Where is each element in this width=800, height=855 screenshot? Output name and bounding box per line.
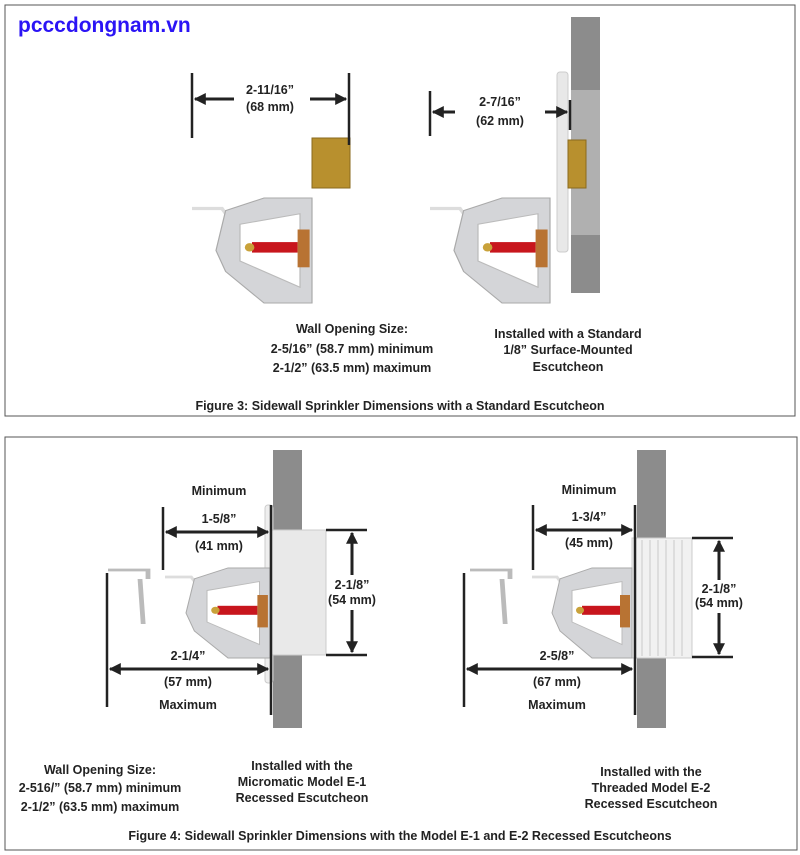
installed-note-e1: Recessed Escutcheon — [236, 791, 369, 805]
deflector — [470, 568, 513, 625]
minimum-label: Minimum — [192, 484, 247, 498]
figure3-frame — [4, 4, 796, 417]
sprinkler-image — [163, 566, 272, 660]
installed-note: Escutcheon — [533, 360, 604, 374]
brass-thread — [567, 139, 587, 189]
installed-note: 1/8” Surface-Mounted — [503, 343, 632, 357]
escutcheon-cup-e1 — [269, 529, 327, 656]
brass-thread — [311, 137, 351, 189]
figure4-caption: Figure 4: Sidewall Sprinkler Dimensions … — [128, 829, 671, 843]
dimension-label: (54 mm) — [328, 593, 376, 607]
installed-note-e1: Installed with the — [251, 759, 352, 773]
thread-ridges — [641, 540, 683, 656]
dimension-label: (62 mm) — [476, 114, 524, 128]
dimension-label: (54 mm) — [695, 596, 743, 610]
escutcheon-plate — [556, 71, 569, 253]
dimension-label: 2-7/16” — [479, 95, 521, 109]
dimension-label: (57 mm) — [164, 675, 212, 689]
installed-note-e1: Micromatic Model E-1 — [238, 775, 367, 789]
dimension-label: 2-1/8” — [335, 578, 370, 592]
sprinkler-image — [530, 566, 634, 660]
installed-note: Installed with a Standard — [494, 327, 641, 341]
wall-opening-title: Wall Opening Size: — [44, 763, 156, 777]
deflector — [108, 568, 151, 625]
maximum-label: Maximum — [528, 698, 586, 712]
wall-opening-title: Wall Opening Size: — [296, 322, 408, 336]
watermark-logo: pcccdongnam.vn — [18, 14, 191, 37]
dimension-label: 1-3/4” — [572, 510, 607, 524]
wall-opening-max: 2-1/2” (63.5 mm) maximum — [21, 800, 179, 814]
wall-opening-max: 2-1/2” (63.5 mm) maximum — [273, 361, 431, 375]
installed-note-e2: Installed with the — [600, 765, 701, 779]
wall-opening-min: 2-516/” (58.7 mm) minimum — [19, 781, 182, 795]
dimension-label: (41 mm) — [195, 539, 243, 553]
installed-note-e2: Recessed Escutcheon — [585, 797, 718, 811]
installed-note-e2: Threaded Model E-2 — [592, 781, 711, 795]
figure4-frame — [4, 436, 798, 851]
dimension-label: 2-1/8” — [702, 582, 737, 596]
dimension-label: 1-5/8” — [202, 512, 237, 526]
escutcheon-threaded-e2 — [631, 537, 693, 659]
dimension-label: 2-5/8” — [540, 649, 575, 663]
dimension-label: 2-11/16” — [246, 83, 294, 97]
sprinkler-image — [428, 196, 552, 305]
dimension-label: (45 mm) — [565, 536, 613, 550]
minimum-label: Minimum — [562, 483, 617, 497]
dimension-label: 2-1/4” — [171, 649, 206, 663]
maximum-label: Maximum — [159, 698, 217, 712]
sprinkler-image — [190, 196, 314, 305]
dimension-label: (68 mm) — [246, 100, 294, 114]
dimension-label: (67 mm) — [533, 675, 581, 689]
wall-opening-min: 2-5/16” (58.7 mm) minimum — [271, 342, 434, 356]
figure3-caption: Figure 3: Sidewall Sprinkler Dimensions … — [195, 399, 604, 413]
